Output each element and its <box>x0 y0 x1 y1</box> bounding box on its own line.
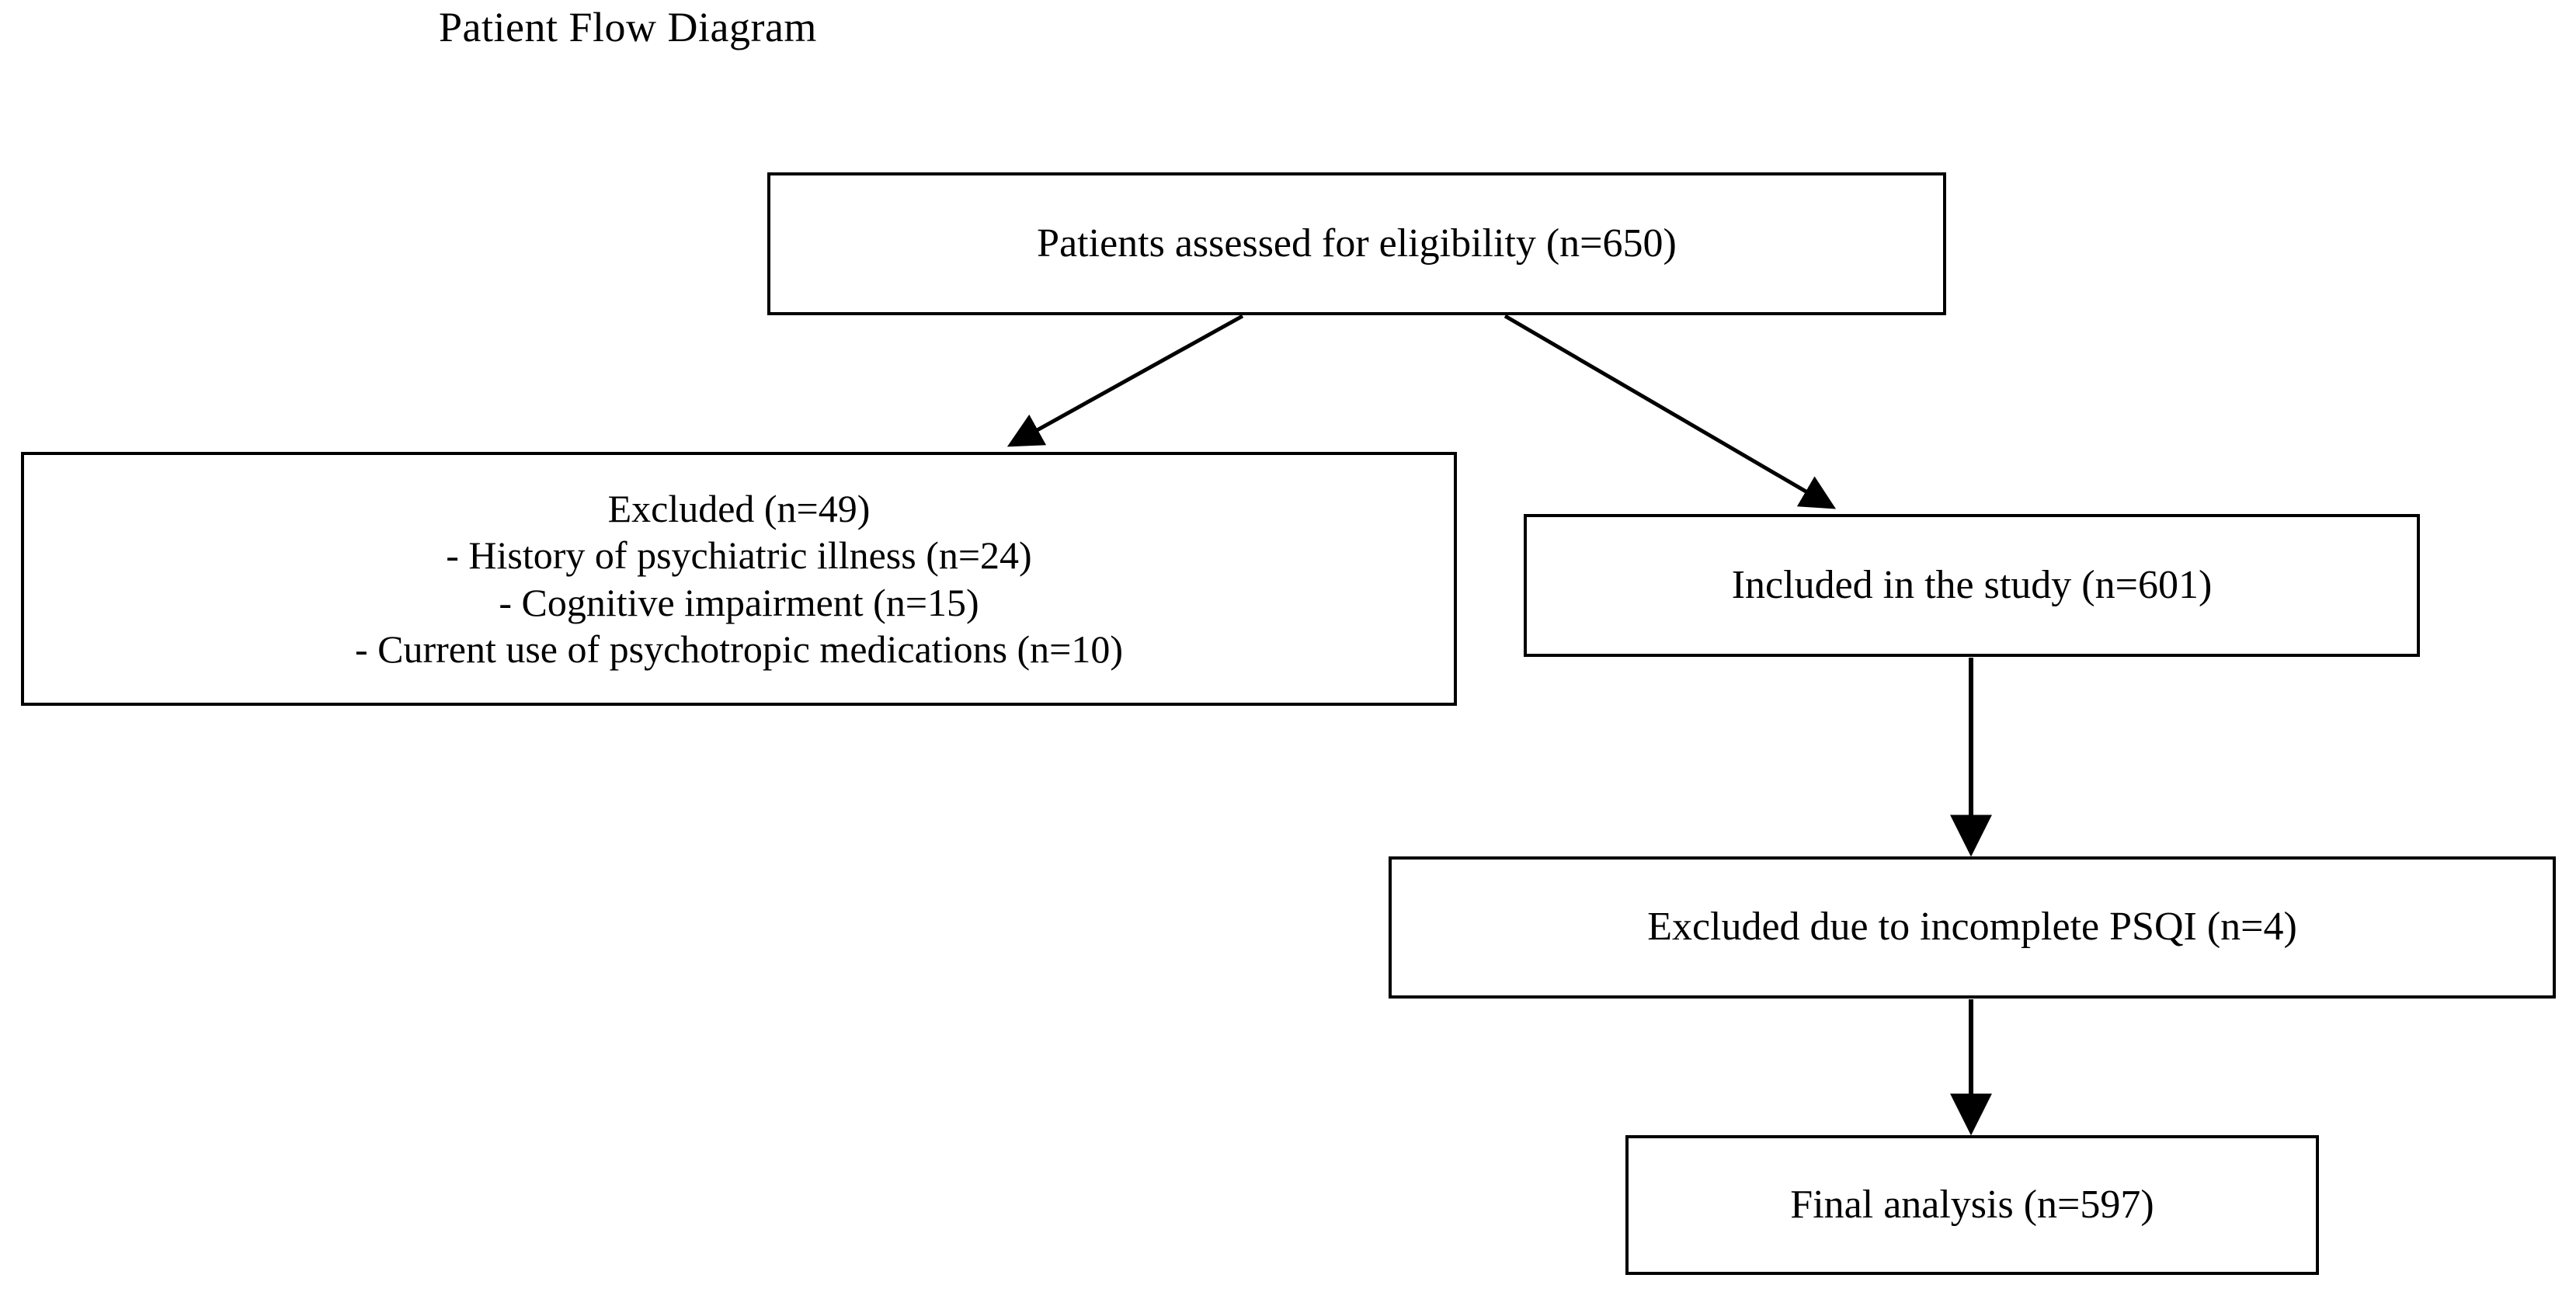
node-excluded-incomplete-psqi-label: Excluded due to incomplete PSQI (n=4) <box>1647 905 2297 950</box>
node-excluded-incomplete-psqi: Excluded due to incomplete PSQI (n=4) <box>1389 856 2556 999</box>
node-final-analysis: Final analysis (n=597) <box>1625 1135 2319 1275</box>
edge-assessed-to-included <box>1504 314 1837 509</box>
node-final-analysis-label: Final analysis (n=597) <box>1790 1182 2154 1227</box>
node-patients-assessed: Patients assessed for eligibility (n=650… <box>767 172 1946 315</box>
node-patients-assessed-label: Patients assessed for eligibility (n=650… <box>1037 221 1677 266</box>
node-excluded-label: Excluded (n=49) - History of psychiatric… <box>354 487 1124 671</box>
page-title: Patient Flow Diagram <box>439 4 817 50</box>
node-included-in-study-label: Included in the study (n=601) <box>1731 562 2213 607</box>
node-excluded: Excluded (n=49) - History of psychiatric… <box>21 452 1457 706</box>
edge-assessed-to-excluded <box>1006 314 1244 447</box>
node-included-in-study: Included in the study (n=601) <box>1524 514 2420 657</box>
